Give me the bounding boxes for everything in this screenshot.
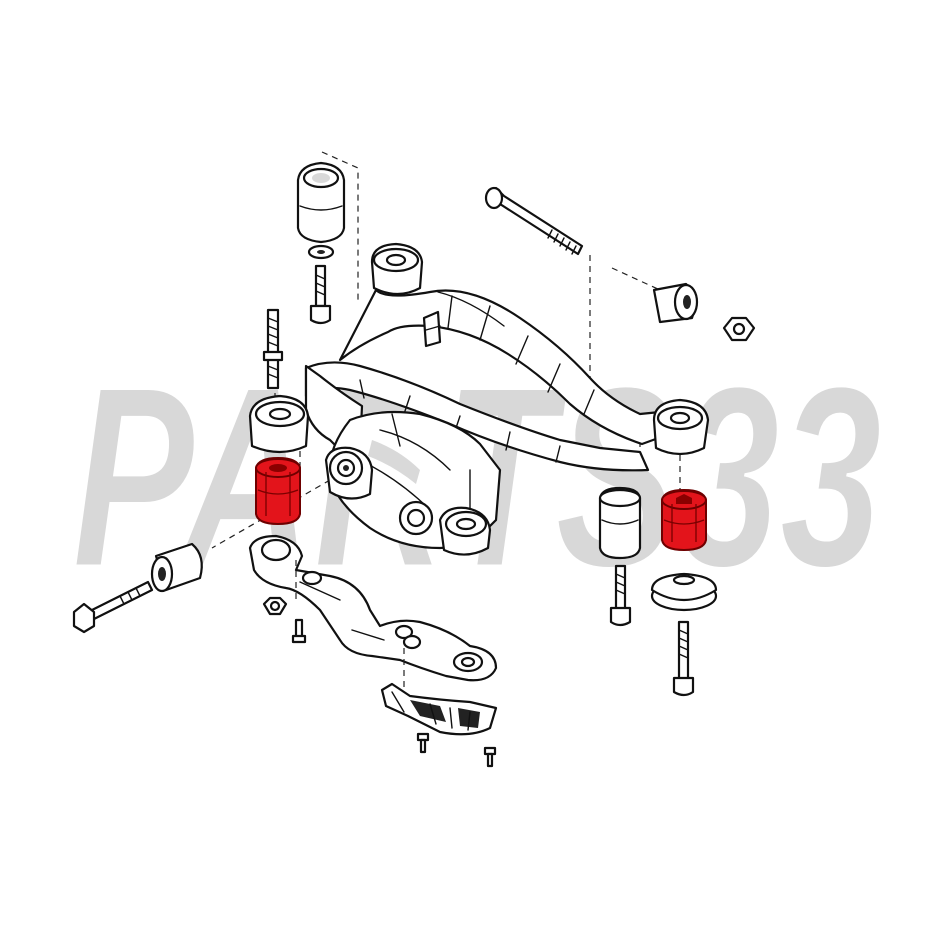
lower-mounting-bracket xyxy=(248,534,498,682)
upper-left-mount-bushing xyxy=(296,161,346,244)
heat-shield-panel xyxy=(380,682,498,736)
long-bolt-top xyxy=(484,186,584,256)
left-bolt xyxy=(72,580,154,634)
right-nut xyxy=(722,316,756,342)
left-threaded-stud xyxy=(262,308,284,390)
small-screw-bottom-left xyxy=(416,732,430,754)
right-mount-plate xyxy=(650,572,718,612)
small-screw-left xyxy=(291,618,307,644)
left-front-subframe-bushing xyxy=(255,457,301,525)
upper-left-bolt xyxy=(309,264,332,325)
right-rubber-mount xyxy=(598,486,642,560)
right-long-bolt xyxy=(672,620,695,697)
rear-subframe xyxy=(248,242,710,556)
upper-left-washer xyxy=(307,244,335,260)
small-nut-left xyxy=(262,596,288,616)
right-rear-sleeve xyxy=(652,282,699,324)
left-sleeve-bushing xyxy=(150,542,203,593)
right-front-subframe-bushing xyxy=(661,489,707,551)
right-lower-bolt xyxy=(609,564,632,627)
small-screw-bottom-right xyxy=(483,746,497,768)
